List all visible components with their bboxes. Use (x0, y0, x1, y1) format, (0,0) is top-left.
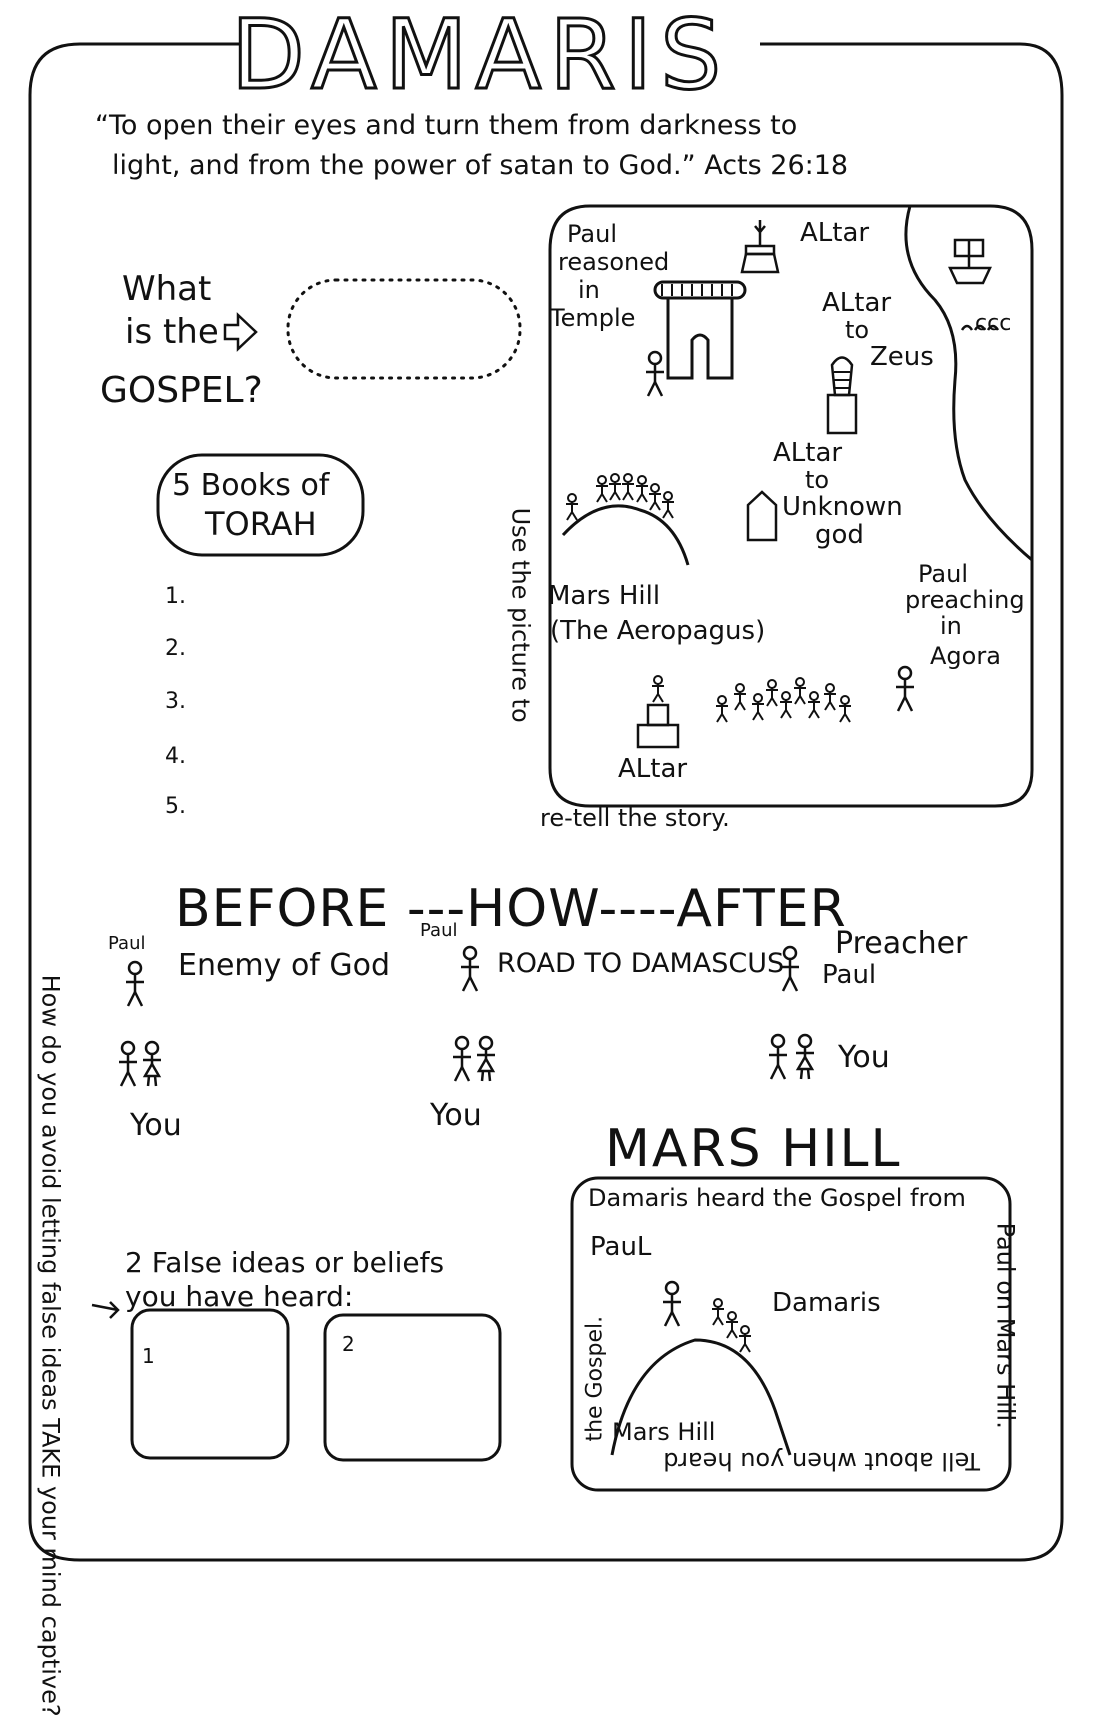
altar-zeus-icon (826, 356, 858, 435)
side-question: How do you avoid letting false ideas TAK… (36, 974, 65, 1717)
bha-paul-before: Paul (108, 933, 146, 954)
mars-hill-left-text: the Gospel. (582, 1315, 608, 1442)
map-mars-1: Mars Hill (548, 581, 661, 611)
false-box-2-number: 2 (342, 1332, 355, 1356)
mars-hill-hill-label: Mars Hill (612, 1418, 716, 1446)
gospel-word: GOSPEL? (100, 370, 263, 411)
mars-hill-damaris-label: Damaris (772, 1288, 881, 1318)
mars-hill-top-text: Damaris heard the Gospel from (588, 1184, 966, 1212)
mars-hill-frame (570, 1176, 1012, 1492)
paul-hill-figure (661, 1280, 683, 1328)
altar-bottom-icon (636, 703, 680, 749)
map-unknown-4: god (815, 520, 864, 550)
map-zeus-1: ALtar (822, 288, 892, 318)
bha-you-3: You (838, 1040, 890, 1075)
paul-temple-figure (644, 350, 666, 398)
map-zeus-2: to (845, 316, 870, 344)
bha-paul-how: Paul (420, 920, 458, 941)
gospel-what: What (122, 269, 212, 309)
map-altar-top: ALtar (800, 218, 870, 248)
false-idea-box-2 (323, 1313, 502, 1462)
bha-paul-after: Paul (822, 960, 877, 990)
ship-icon (948, 238, 992, 285)
bha-you-1: You (130, 1108, 182, 1143)
arrow-right-icon (223, 312, 258, 352)
map-paul-1: Paul (567, 220, 617, 248)
page-title: DAMARIS (231, 0, 729, 111)
map-altar-bottom: ALtar (618, 754, 688, 784)
bha-you-2: You (430, 1098, 482, 1133)
map-paul-3: in (578, 276, 600, 304)
mars-hill-heading: MARS HILL (605, 1119, 902, 1179)
map-unknown-2: to (805, 466, 830, 494)
waves-icon (960, 324, 1000, 331)
false-box-1-number: 1 (142, 1344, 155, 1368)
gospel-is-the: is the (125, 312, 219, 352)
map-agora-4: Agora (930, 642, 1001, 670)
torah-num-3: 3. (165, 689, 186, 714)
map-agora-2: preaching (905, 586, 1025, 614)
map-frame (548, 204, 1034, 808)
map-bottom-caption: re-tell the story. (540, 804, 730, 832)
torah-num-4: 4. (165, 744, 186, 769)
false-ideas-line2: you have heard: (125, 1280, 354, 1313)
paul-how-figure (459, 945, 481, 993)
map-zeus-3: Zeus (870, 342, 934, 372)
map-paul-4: Temple (550, 304, 636, 332)
map-mars-hill (561, 504, 690, 566)
bha-road: ROAD TO DAMASCUS (497, 948, 785, 979)
arrow-icon (91, 1301, 120, 1319)
map-agora-1: Paul (918, 560, 968, 588)
mars-hill-bottom-text: Tell about when you heard (663, 1447, 980, 1476)
gospel-answer-bubble (286, 278, 522, 380)
map-unknown-1: ALtar (773, 438, 843, 468)
coastline (904, 205, 1033, 562)
torah-num-5: 5. (165, 794, 186, 819)
mars-hill-right-text: Paul on Mars Hill. (991, 1222, 1020, 1429)
altar-top-icon (740, 220, 780, 274)
map-side-caption: Use the picture to (506, 507, 535, 723)
map-agora-3: in (940, 612, 962, 640)
page-border (28, 42, 1064, 1562)
map-mars-2: (The Aeropagus) (550, 616, 766, 646)
temple-icon (653, 280, 747, 380)
torah-bubble (156, 453, 365, 557)
map-unknown-3: Unknown (782, 492, 903, 522)
torah-num-1: 1. (165, 584, 186, 609)
verse-line-2: light, and from the power of satan to Go… (112, 150, 849, 181)
false-idea-box-1 (130, 1308, 290, 1460)
torah-num-2: 2. (165, 636, 186, 661)
paul-agora-figure (894, 665, 916, 713)
mars-hill-hill (610, 1338, 792, 1456)
bha-heading: BEFORE ---HOW----AFTER (175, 879, 847, 939)
altar-unknown-icon (746, 490, 778, 542)
bha-enemy: Enemy of God (178, 948, 391, 983)
verse-line-1: “To open their eyes and turn them from d… (95, 110, 798, 141)
torah-title-1: 5 Books of (172, 468, 330, 503)
worksheet-canvas: DAMARIS (28, 0, 1064, 1562)
false-ideas-line1: 2 False ideas or beliefs (125, 1246, 445, 1279)
map-ccc: ccc (975, 311, 1012, 336)
paul-before-figure (124, 960, 146, 1008)
bha-preacher: Preacher (835, 926, 968, 961)
mars-hill-paul-label: PauL (590, 1232, 652, 1262)
torah-title-2: TORAH (205, 505, 317, 543)
map-paul-2: reasoned (558, 248, 670, 276)
